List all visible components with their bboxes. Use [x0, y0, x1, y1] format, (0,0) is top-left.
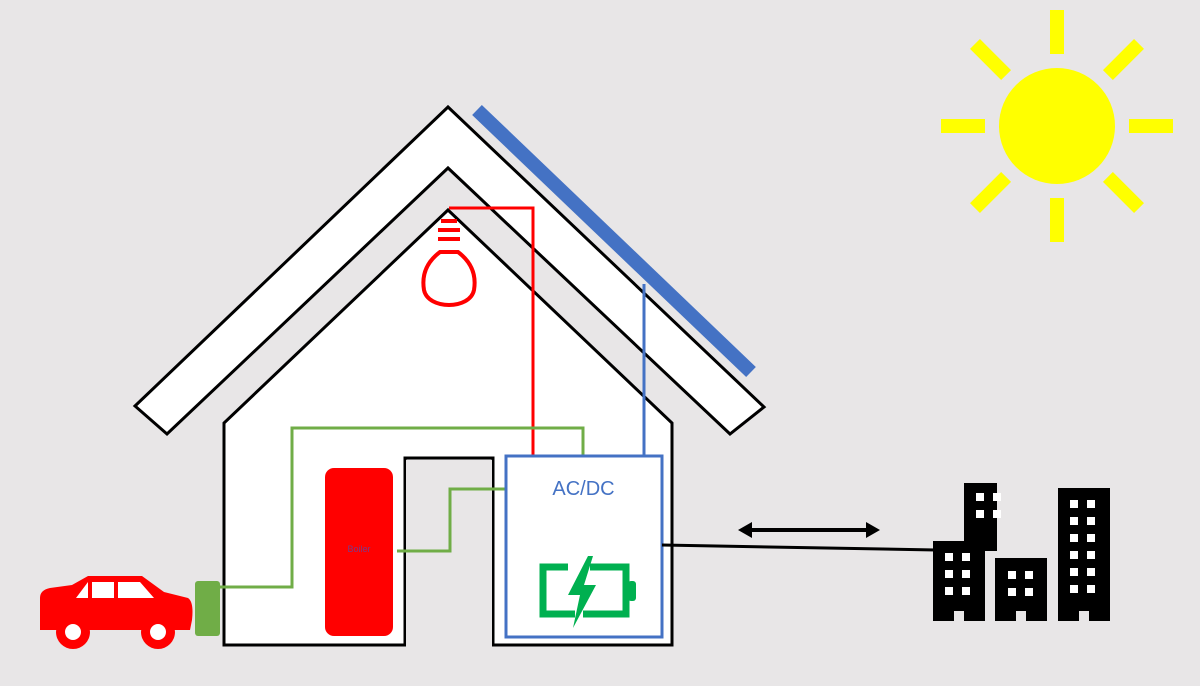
battery-charging-icon: [539, 556, 636, 628]
charger-icon: [195, 581, 220, 636]
solar-panel-icon: [472, 104, 756, 378]
building: [995, 558, 1047, 621]
sun-ray: [970, 171, 1012, 213]
inverter-label: AC/DC: [552, 478, 615, 500]
sun-icon: [941, 10, 1173, 242]
boiler-wire: [397, 487, 506, 553]
boiler-label: Boiler: [347, 544, 371, 554]
inverter-box: [504, 454, 664, 639]
sun-ray: [1102, 39, 1144, 81]
sun-disc: [999, 68, 1115, 184]
car-charger-wire: [220, 426, 585, 589]
grid-connection-line: [661, 543, 937, 552]
light-bulb-icon: [421, 219, 477, 307]
building: [933, 541, 985, 621]
building: [964, 483, 1001, 551]
city-buildings-icon: [933, 483, 1110, 621]
sun-ray: [1102, 171, 1144, 213]
lighting-wire: [449, 206, 535, 456]
car-icon: [40, 576, 193, 649]
boiler-icon: [325, 468, 393, 636]
bidirectional-arrow-icon: [738, 522, 880, 538]
roof: [132, 104, 767, 437]
sun-ray: [970, 39, 1012, 81]
building: [1058, 488, 1110, 621]
